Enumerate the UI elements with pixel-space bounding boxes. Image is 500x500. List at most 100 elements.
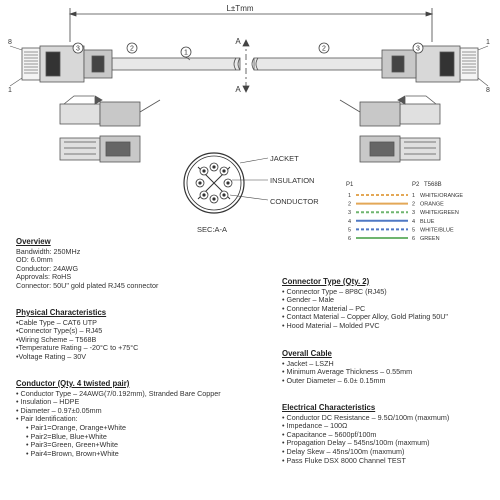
section-marker-top: A: [235, 37, 241, 46]
wire-color-name: WHITE/BLUE: [420, 227, 454, 233]
connector-title: Connector Type (Qty. 2): [282, 277, 370, 286]
connector-line: • Hood Material – Molded PVC: [282, 320, 380, 330]
callout-2-left: 2: [130, 46, 134, 53]
wire-pin-p1: 3: [348, 210, 351, 216]
jacket-label: JACKET: [270, 154, 299, 163]
right-plug-top-view: [381, 45, 479, 83]
wiring-header-p2: P2: [412, 182, 420, 188]
overall-cable-section: Overall Cable • Jacket – LSZH • Minimum …: [282, 349, 497, 385]
right-pin-bottom-label: 8: [486, 87, 490, 94]
wire-pin-p2: 6: [412, 236, 415, 240]
electrical-line: • Impedance – 100Ω: [282, 421, 348, 431]
connector-section: Connector Type (Qty. 2) • Connector Type…: [282, 277, 497, 331]
left-pin-top-label: 8: [8, 39, 12, 46]
pair-line: • Pair4=Brown, Brown+White: [26, 448, 119, 458]
connector-line: • Connector Material – PC: [282, 303, 366, 313]
pair-line: • Pair2=Blue, Blue+White: [26, 431, 107, 441]
wire-pin-p2: 4: [412, 219, 415, 225]
wire-row: 6 6 GREEN: [348, 236, 440, 240]
wiring-header-p1: P1: [346, 182, 354, 188]
cross-section: [183, 152, 245, 214]
wire-color-name: GREEN: [420, 236, 440, 240]
right-pin-top-label: 1: [486, 39, 490, 46]
overview-line: Approvals: RoHS: [16, 272, 72, 282]
wire-color-name: BLUE: [420, 219, 435, 225]
electrical-line: • Propagation Delay – 545ns/100m (maxmum…: [282, 438, 430, 448]
wiring-header-standard: T568B: [424, 182, 442, 188]
overall-line: • Outer Diameter – 6.0± 0.15mm: [282, 375, 386, 385]
right-plug-bottom-view: [359, 135, 441, 163]
insulation-label: INSULATION: [270, 176, 314, 185]
length-dimension: [68, 8, 434, 42]
conductor-title: Conductor (Qty. 4 twisted pair): [16, 379, 130, 388]
section-caption: SEC:A-A: [197, 225, 227, 234]
wire-pin-p1: 5: [348, 227, 351, 233]
callout-3-left: 3: [76, 46, 80, 53]
callout-2-right: 2: [322, 46, 326, 53]
overall-line: • Minimum Average Thickness – 0.55mm: [282, 367, 413, 377]
pair-line: • Pair3=Green, Green+White: [26, 440, 119, 450]
physical-line: •Wiring Scheme – T568B: [16, 334, 97, 344]
callout-circles: [72, 42, 424, 58]
wire-pin-p2: 2: [412, 202, 415, 208]
right-plug-side-view: [339, 95, 441, 127]
physical-line: •Connector Type(s) – RJ45: [16, 326, 103, 336]
physical-line: •Temperature Rating – -20°C to +75°C: [16, 343, 139, 353]
conductor-line: • Insulation – HDPE: [16, 397, 80, 407]
wire-pin-p1: 2: [348, 202, 351, 208]
wire-pin-p2: 1: [412, 193, 415, 199]
wire-row: 1 1 WHITE/ORANGE: [348, 193, 463, 199]
overall-line: • Jacket – LSZH: [282, 358, 334, 368]
connector-line: • Connector Type – 8P8C (RJ45): [282, 286, 387, 296]
cable-left: [111, 57, 241, 71]
conductor-line: • Diameter – 0.97±0.05mm: [16, 405, 102, 415]
wire-pin-p1: 6: [348, 236, 351, 240]
pair-line: • Pair1=Orange, Orange+White: [26, 422, 127, 432]
wire-pin-p1: 1: [348, 193, 351, 199]
left-plug-side-view: [59, 95, 161, 127]
wire-color-name: ORANGE: [420, 202, 444, 208]
wire-color-name: WHITE/ORANGE: [420, 193, 463, 199]
overview-line: Connector: 50U" gold plated RJ45 connect…: [16, 280, 159, 290]
overview-title: Overview: [16, 237, 51, 246]
callout-3-right: 3: [416, 46, 420, 53]
electrical-line: • Capacitance – 5600pf/100m: [282, 429, 377, 439]
conductor-label: CONDUCTOR: [270, 197, 319, 206]
cable-right: [251, 57, 383, 71]
physical-line: •Voltage Rating – 30V: [16, 351, 87, 361]
wire-row: 5 5 WHITE/BLUE: [348, 227, 454, 233]
overview-line: Conductor: 24AWG: [16, 263, 79, 273]
right-pin-ticks: [462, 51, 476, 74]
wire-pin-p2: 3: [412, 210, 415, 216]
left-pin-bottom-label: 1: [8, 87, 12, 94]
electrical-line: • Conductor DC Resistance – 9.5Ω/100m (m…: [282, 412, 450, 422]
electrical-line: • Pass Fluke DSX 8000 Channel TEST: [282, 455, 406, 465]
wire-color-name: WHITE/GREEN: [420, 210, 459, 216]
connector-line: • Gender – Male: [282, 295, 335, 305]
conductor-line: • Conductor Type – 24AWG(7/0.192mm), Str…: [16, 388, 221, 398]
wire-row: 2 2 ORANGE: [348, 202, 444, 208]
physical-line: •Cable Type – CAT6 UTP: [16, 317, 97, 327]
wire-pin-p1: 4: [348, 219, 351, 225]
wire-row: 4 4 BLUE: [348, 219, 435, 225]
overview-line: Bandwidth: 250MHz: [16, 246, 81, 256]
overview-line: OD: 6.0mm: [16, 255, 53, 265]
electrical-line: • Delay Skew – 45ns/100m (maxmum): [282, 446, 405, 456]
electrical-title: Electrical Characteristics: [282, 403, 376, 412]
overall-title: Overall Cable: [282, 349, 332, 358]
section-marker-bottom: A: [235, 85, 241, 94]
left-pin-ticks: [24, 51, 38, 74]
cable-drawing: L±Tmm A A 8 1: [8, 4, 490, 240]
conductor-section: Conductor (Qty. 4 twisted pair) • Conduc…: [16, 379, 266, 458]
wire-pin-p2: 5: [412, 227, 415, 233]
physical-title: Physical Characteristics: [16, 308, 107, 317]
physical-section: Physical Characteristics •Cable Type – C…: [16, 308, 246, 362]
cross-section-leaders: [229, 157, 269, 201]
left-plug-bottom-view: [59, 135, 141, 163]
section-line: [242, 39, 250, 93]
callout-1: 1: [184, 50, 188, 57]
length-label: L±Tmm: [226, 4, 253, 13]
connector-line: • Contact Material – Copper Alloy, Gold …: [282, 312, 448, 322]
electrical-section: Electrical Characteristics • Conductor D…: [282, 403, 497, 465]
